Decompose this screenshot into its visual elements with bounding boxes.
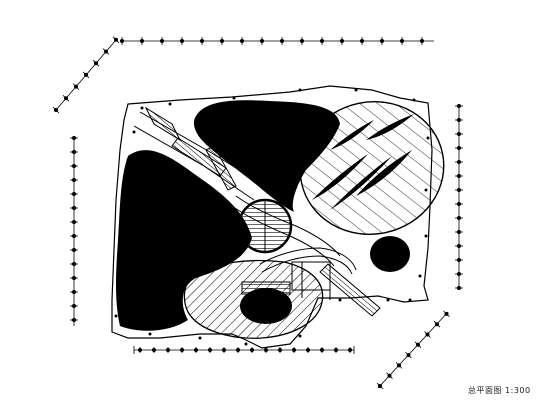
dimension-line-bottom <box>133 346 355 354</box>
lower-right-pergola <box>291 261 381 317</box>
site-boundary <box>111 85 433 349</box>
planting-strips <box>312 114 414 210</box>
shrub-symbols <box>114 88 430 346</box>
scale-label: 总平面图 1:300 <box>468 386 531 395</box>
pond-lower <box>240 288 292 324</box>
pavilion-structure <box>241 281 291 295</box>
lawn-area-top <box>193 100 340 212</box>
diagonal-pergola <box>133 106 263 201</box>
lawn-area-left <box>116 150 252 331</box>
central-walkway <box>231 195 357 275</box>
hatched-plaza-large <box>299 101 445 235</box>
pond-right <box>370 236 410 272</box>
round-pavilion <box>237 198 293 254</box>
dimension-ticks <box>52 36 463 390</box>
